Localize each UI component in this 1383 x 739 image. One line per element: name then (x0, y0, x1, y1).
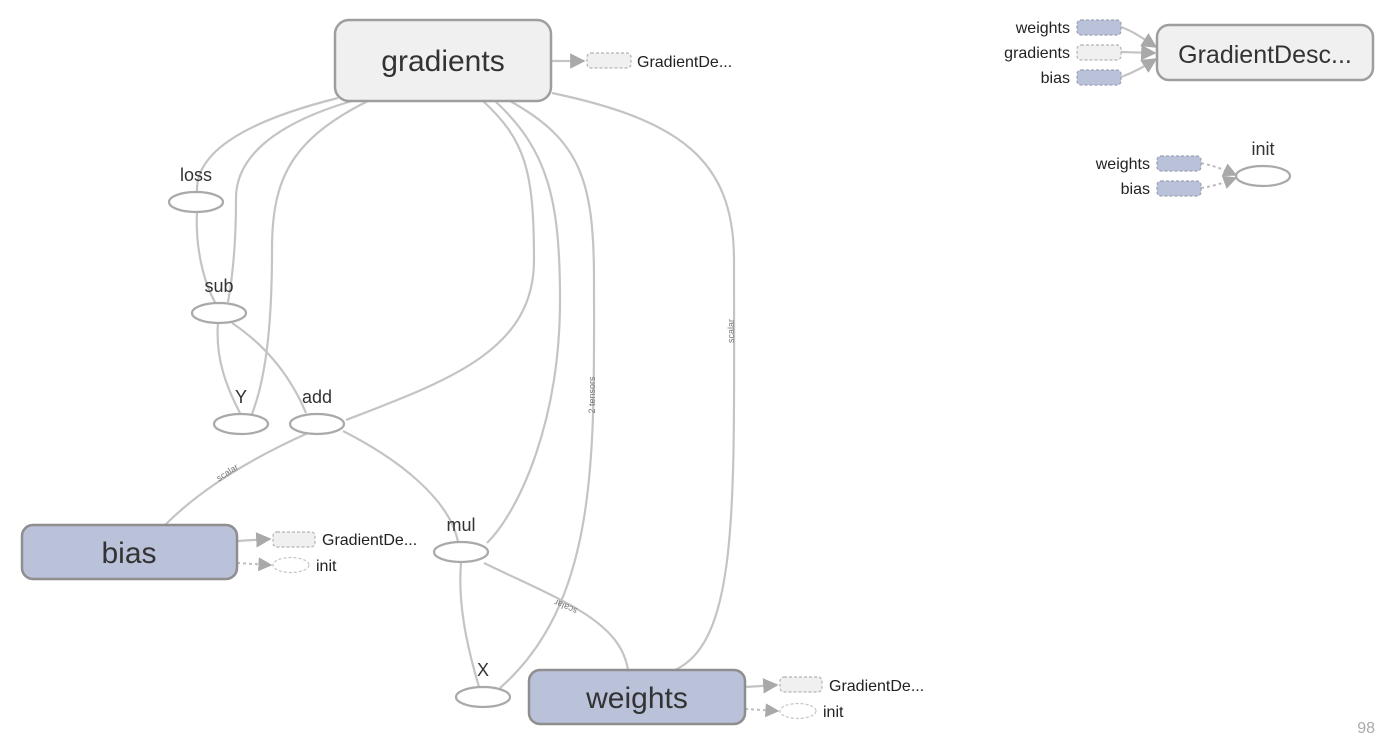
aux-edge-weights-gd (1120, 25, 1158, 48)
edge-bias-init (236, 557, 273, 572)
aux-edge-weights-init (1200, 162, 1238, 177)
op-x-label: X (477, 660, 489, 680)
edge-label-gradients-weights: scalar (726, 319, 736, 343)
op-loss[interactable]: loss (167, 165, 225, 214)
node-weights[interactable]: weights (527, 668, 747, 726)
aux-gd-input-weights[interactable]: weights (1015, 19, 1122, 37)
edge-gradients-sub (226, 99, 353, 303)
stub-bias-init[interactable]: init (272, 556, 337, 576)
op-mul-label: mul (446, 515, 475, 535)
aux-node-init[interactable]: init (1234, 139, 1292, 188)
op-sub-label: sub (204, 276, 233, 296)
edge-sub-y (216, 322, 241, 414)
aux-edge-bias-init (1200, 175, 1238, 189)
edge-bias-stub (236, 532, 272, 548)
edge-loss-sub (195, 211, 216, 303)
aux-gd-input-bias[interactable]: bias (1041, 69, 1122, 87)
page-number: 98 (1357, 720, 1375, 737)
aux-init-input-bias[interactable]: bias (1121, 180, 1202, 198)
stub-weights-init[interactable]: init (779, 702, 844, 722)
node-gradients[interactable]: gradients (333, 18, 553, 103)
aux-edge-bias-gd (1120, 58, 1158, 79)
edge-label-bias-add: scalar (215, 462, 241, 483)
op-mul[interactable]: mul (432, 515, 490, 564)
stub-bias-gradientdescent[interactable]: GradientDe... (272, 531, 417, 549)
stub-weights-init-label: init (823, 704, 844, 721)
node-bias[interactable]: bias (20, 523, 239, 581)
edge-weights-init (744, 703, 780, 718)
aux-gd-input-gradients[interactable]: gradients (1004, 44, 1122, 62)
aux-node-init-label: init (1251, 139, 1274, 159)
aux-node-gradientdescent[interactable]: GradientDesc... (1155, 23, 1375, 82)
edge-add-mul (342, 430, 460, 543)
op-add-label: add (302, 387, 332, 407)
aux-init-input-weights[interactable]: weights (1095, 155, 1202, 173)
edge-gradients-weights (551, 91, 736, 671)
edge-gradients-x (499, 100, 596, 689)
stub-bias-init-label: init (316, 558, 337, 575)
aux-gd-input-gradients-label: gradients (1004, 45, 1070, 62)
edge-weights-stub (744, 678, 779, 694)
aux-init-input-bias-label: bias (1121, 181, 1150, 198)
node-weights-label: weights (585, 682, 688, 715)
edge-label-two-tensors: 2 tensors (587, 376, 597, 414)
edge-gradients-mul (486, 100, 562, 544)
op-loss-label: loss (180, 165, 212, 185)
aux-init-input-weights-label: weights (1095, 156, 1150, 173)
edge-gradients-y (250, 100, 369, 415)
stub-weights-gradientdescent[interactable]: GradientDe... (779, 676, 924, 695)
edge-mul-weights (483, 562, 630, 671)
stub-gradients-gradientdescent-label: GradientDe... (637, 54, 732, 71)
aux-gd-input-bias-label: bias (1041, 70, 1070, 87)
aux-edge-gradients-gd (1120, 44, 1157, 61)
edge-gradients-loss (195, 96, 339, 193)
edge-sub-add (231, 322, 308, 414)
edge-bias-add (164, 431, 309, 526)
edges (164, 25, 1238, 718)
edge-gradients-add (345, 100, 536, 422)
op-sub[interactable]: sub (190, 276, 248, 325)
stub-weights-gradientdescent-label: GradientDe... (829, 678, 924, 695)
op-x[interactable]: X (454, 660, 512, 709)
stub-gradients-gradientdescent[interactable]: GradientDe... (586, 52, 732, 71)
op-y[interactable]: Y (212, 387, 270, 436)
stub-bias-gradientdescent-label: GradientDe... (322, 532, 417, 549)
aux-gradientdescent-group: weights gradients bias GradientDesc... (1004, 19, 1375, 87)
edge-mul-x (459, 562, 481, 688)
aux-gd-input-weights-label: weights (1015, 20, 1070, 37)
aux-init-group: weights bias init (1095, 139, 1292, 198)
node-gradients-label: gradients (381, 45, 504, 78)
aux-node-gradientdescent-label: GradientDesc... (1178, 41, 1352, 69)
op-y-label: Y (235, 387, 247, 407)
op-add[interactable]: add (288, 387, 346, 436)
node-bias-label: bias (101, 537, 156, 570)
